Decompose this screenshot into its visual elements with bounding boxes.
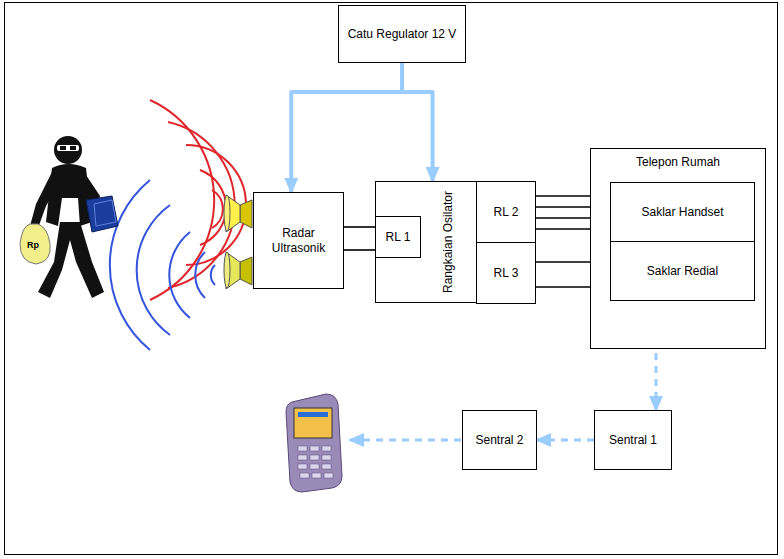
exchange-box: Sentral 1 <box>594 410 672 470</box>
relay-box: RL 2 <box>476 181 536 243</box>
oscillator-box: Rangkaian Osilator RL 1 RL 2 RL 3 <box>375 181 535 303</box>
connector <box>537 439 594 442</box>
connector <box>402 63 433 181</box>
exchange-box: Sentral 2 <box>462 410 537 470</box>
switch-box: Saklar Handset <box>610 182 755 242</box>
box-label: Catu Regulator 12 V <box>344 25 461 44</box>
radar-box: Radar Ultrasonik <box>253 192 344 289</box>
connector <box>344 249 375 251</box>
relay-box: RL 1 <box>375 216 421 258</box>
connector <box>291 63 402 192</box>
box-label: Radar Ultrasonik <box>254 224 343 258</box>
box-label: Saklar Handset <box>637 203 727 222</box>
box-label: RL 1 <box>382 228 415 247</box>
box-label: RL 3 <box>490 264 523 283</box>
box-label: Sentral 2 <box>471 431 527 450</box>
blue-waves <box>110 180 215 350</box>
box-label: Rangkaian Osilator <box>439 187 458 297</box>
thief-figure <box>20 136 118 298</box>
speaker-symbol <box>224 195 252 232</box>
box-label: RL 2 <box>490 203 523 222</box>
red-waves <box>150 100 246 300</box>
telephone-box: Telepon RumahSaklar HandsetSaklar Redial <box>590 148 766 349</box>
power-supply-box: Catu Regulator 12 V <box>338 5 466 63</box>
box-label: Telepon Rumah <box>591 153 765 172</box>
connector <box>344 226 375 228</box>
relay-box: RL 3 <box>476 242 536 304</box>
speaker-symbol <box>224 252 252 289</box>
box-label: Saklar Redial <box>643 262 722 281</box>
switch-box: Saklar Redial <box>610 241 755 301</box>
signal-arrow <box>350 439 461 442</box>
box-label: Sentral 1 <box>605 431 661 450</box>
cellphone-icon <box>286 394 342 492</box>
money-bag-label: Rp <box>27 240 39 250</box>
